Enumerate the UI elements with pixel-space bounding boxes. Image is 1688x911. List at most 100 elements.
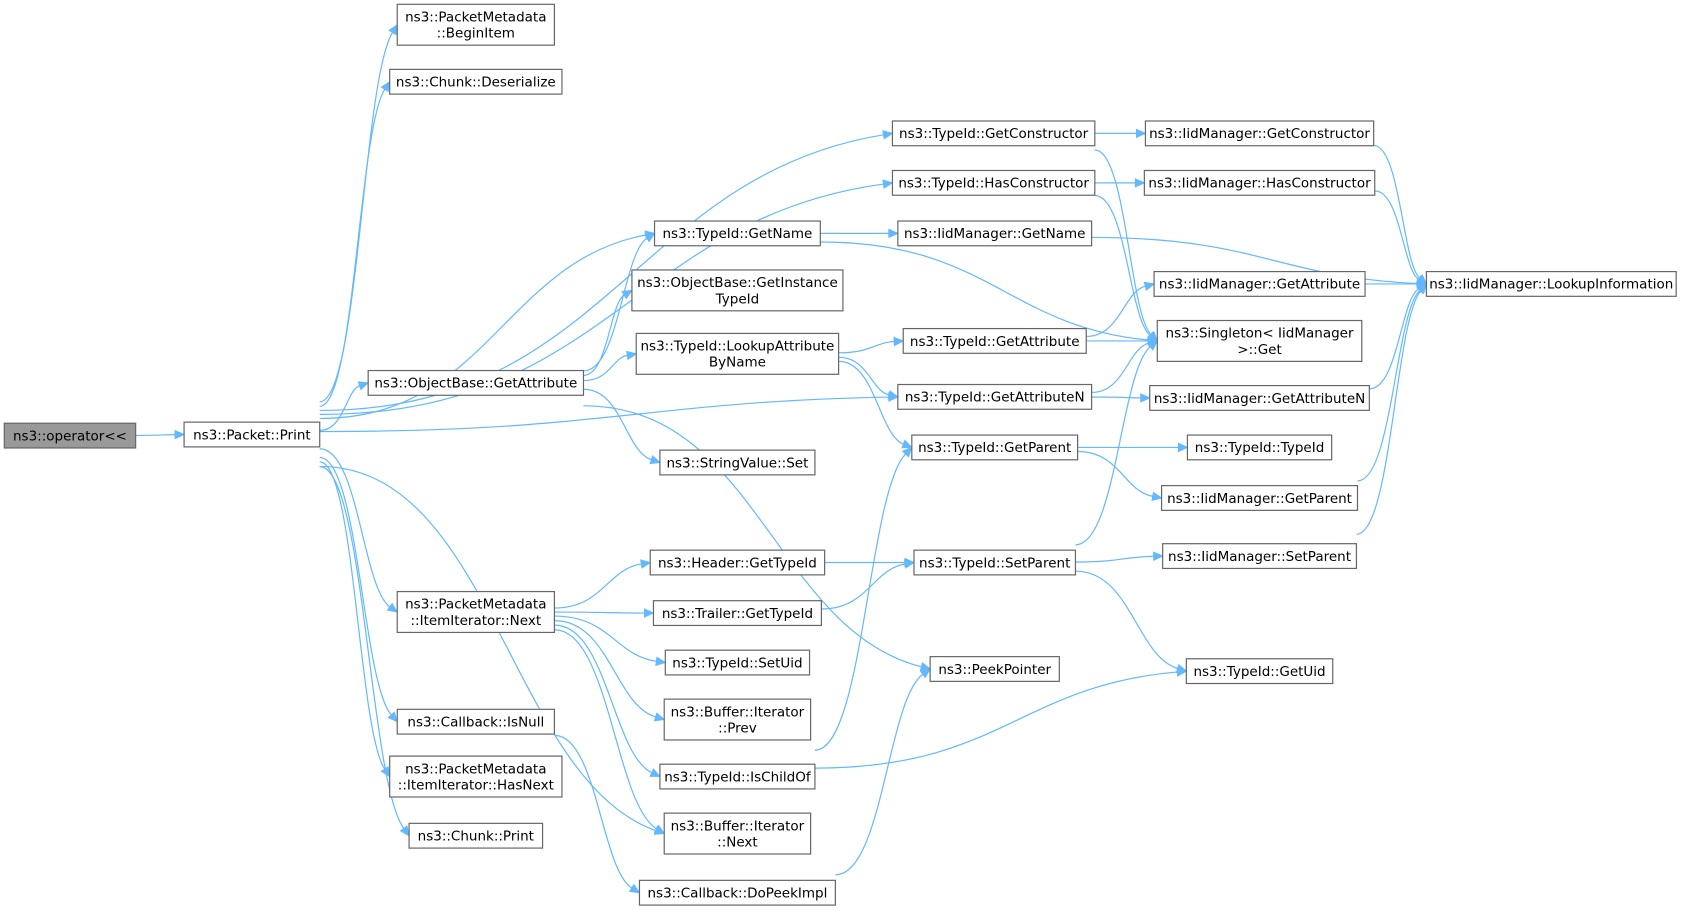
edge-ob-getattr-to-strset (583, 388, 662, 465)
node-iid-getattr[interactable]: ns3::IidManager::GetAttribute (1153, 270, 1366, 297)
arrowhead (174, 429, 186, 440)
node-iid-getparent[interactable]: ns3::IidManager::GetParent (1160, 485, 1359, 511)
edge-line (554, 624, 653, 774)
node-hasctor[interactable]: ns3::TypeId::HasConstructor (891, 169, 1096, 196)
node-box (389, 68, 563, 95)
node-isnull[interactable]: ns3::Callback::IsNull (396, 708, 556, 735)
node-chunk-print[interactable]: ns3::Chunk::Print (408, 822, 544, 849)
edge-print-to-hasctor (319, 179, 894, 415)
edge-next-to-buf-prev (554, 619, 666, 722)
node-iid-hasctor[interactable]: ns3::IidManager::HasConstructor (1143, 169, 1376, 196)
node-box (897, 220, 1093, 247)
edge-line (583, 237, 648, 372)
node-box (663, 812, 812, 855)
node-label: ByName (709, 355, 766, 371)
edge-next-to-hdr-gettid (554, 559, 652, 609)
arrowhead (626, 350, 638, 361)
node-getctor[interactable]: ns3::TypeId::GetConstructor (891, 120, 1096, 147)
node-hasnext[interactable]: ns3::PacketMetadata::ItemIterator::HasNe… (389, 755, 563, 798)
node-singleton[interactable]: ns3::Singleton< IidManager>::Get (1156, 319, 1363, 362)
edge-line (838, 340, 895, 354)
edge-print-to-tid-getattrn (319, 392, 900, 433)
node-iid-getattrn[interactable]: ns3::IidManager::GetAttributeN (1149, 384, 1370, 411)
edge-line (319, 461, 386, 770)
node-getname[interactable]: ns3::TypeId::GetName (653, 220, 821, 247)
edge-line (554, 563, 642, 609)
node-print[interactable]: ns3::Packet::Print (183, 421, 321, 448)
edge-line (554, 615, 657, 662)
node-box (1149, 384, 1370, 411)
arrowhead (1177, 442, 1189, 453)
node-tid-setuid[interactable]: ns3::TypeId::SetUid (664, 649, 811, 676)
arrowhead (1153, 551, 1164, 562)
node-box (891, 169, 1096, 196)
node-box (911, 434, 1079, 461)
node-box (396, 590, 556, 634)
node-label: ::ItemIterator::HasNext (398, 777, 554, 793)
edge-lookup-attr-to-tid-getparent (838, 360, 913, 449)
edge-line (1086, 285, 1146, 337)
edge-iid-getparent-to-iid-lookup (1357, 283, 1428, 482)
node-buf-next[interactable]: ns3::Buffer::Iterator::Next (663, 812, 812, 855)
node-label: ns3::TypeId::GetParent (918, 440, 1071, 456)
arrowhead (643, 608, 655, 618)
node-strset[interactable]: ns3::StringValue::Set (659, 449, 816, 476)
node-iid-getctor[interactable]: ns3::IidManager::GetConstructor (1144, 120, 1375, 147)
node-dopeek[interactable]: ns3::Callback::DoPeekImpl (638, 879, 836, 906)
node-label: ns3::Trailer::GetTypeId (662, 606, 813, 622)
node-begin[interactable]: ns3::PacketMetadata::BeginItem (396, 3, 556, 46)
node-peek[interactable]: ns3::PeekPointer (929, 656, 1060, 682)
node-label: ::BeginItem (437, 26, 515, 42)
node-trl-gettid[interactable]: ns3::Trailer::GetTypeId (652, 600, 822, 627)
edge-isnull-to-dopeek (554, 734, 641, 894)
nodes-layer: ns3::operator<<ns3::Packet::Printns3::Pa… (3, 3, 1677, 906)
node-iid-lookup[interactable]: ns3::IidManager::LookupInformation (1425, 270, 1677, 297)
node-next[interactable]: ns3::PacketMetadata::ItemIterator::Next (396, 590, 556, 634)
node-label: ns3::Buffer::Iterator (671, 704, 805, 720)
node-buf-prev[interactable]: ns3::Buffer::Iterator::Prev (663, 698, 812, 741)
arrowhead (1151, 491, 1163, 501)
edge-next-to-trl-gettid (554, 608, 655, 618)
node-iid-setparent[interactable]: ns3::IidManager::SetParent (1162, 543, 1358, 570)
edge-iid-getctor-to-iid-lookup (1373, 144, 1428, 285)
node-label: ns3::TypeId::SetParent (919, 555, 1070, 571)
node-ob-getattr[interactable]: ns3::ObjectBase::GetAttribute (367, 369, 585, 396)
edge-line (820, 241, 1149, 341)
node-tid-getparent[interactable]: ns3::TypeId::GetParent (911, 434, 1079, 461)
node-op[interactable]: ns3::operator<< (3, 422, 137, 449)
edge-line (319, 183, 884, 415)
node-tid-getuid[interactable]: ns3::TypeId::GetUid (1185, 658, 1334, 685)
node-label: ns3::TypeId::HasConstructor (898, 176, 1089, 192)
node-iid-getname[interactable]: ns3::IidManager::GetName (897, 220, 1093, 247)
node-box (1185, 658, 1334, 685)
edge-tid-getattrn-to-singleton (1091, 338, 1159, 394)
edge-line (1094, 149, 1152, 335)
arrowhead (628, 883, 641, 894)
node-tid-getattr[interactable]: ns3::TypeId::GetAttribute (902, 327, 1087, 354)
node-box (1162, 543, 1358, 570)
node-hdr-gettid[interactable]: ns3::Header::GetTypeId (649, 549, 826, 576)
node-tid-getattrn[interactable]: ns3::TypeId::GetAttributeN (897, 383, 1093, 410)
edge-ob-getattr-to-lookup-attr (583, 350, 638, 382)
node-deser[interactable]: ns3::Chunk::Deserialize (389, 68, 563, 95)
edge-print-to-begin (319, 23, 398, 403)
node-box (631, 269, 844, 312)
node-tid-ischild[interactable]: ns3::TypeId::IsChildOf (659, 763, 816, 790)
node-label: ns3::IidManager::SetParent (1168, 549, 1351, 565)
node-label: ns3::PacketMetadata (405, 597, 546, 613)
node-label: TypeId (715, 291, 760, 307)
arrowhead (357, 381, 370, 391)
edge-tid-getparent-to-iid-getparent (1077, 450, 1163, 501)
node-label: ns3::StringValue::Set (666, 455, 808, 471)
node-box (1153, 270, 1366, 297)
node-tid-setparent[interactable]: ns3::TypeId::SetParent (913, 549, 1077, 576)
edge-tid-ischild-to-tid-getuid (814, 667, 1188, 769)
node-tid-typeid[interactable]: ns3::TypeId::TypeId (1186, 434, 1333, 461)
edge-lookup-attr-to-tid-getattr (838, 336, 905, 354)
edge-getctor-to-iid-getctor (1094, 128, 1147, 139)
edge-line (583, 294, 625, 377)
arrowhead (1416, 283, 1428, 295)
arrowhead (380, 80, 391, 93)
